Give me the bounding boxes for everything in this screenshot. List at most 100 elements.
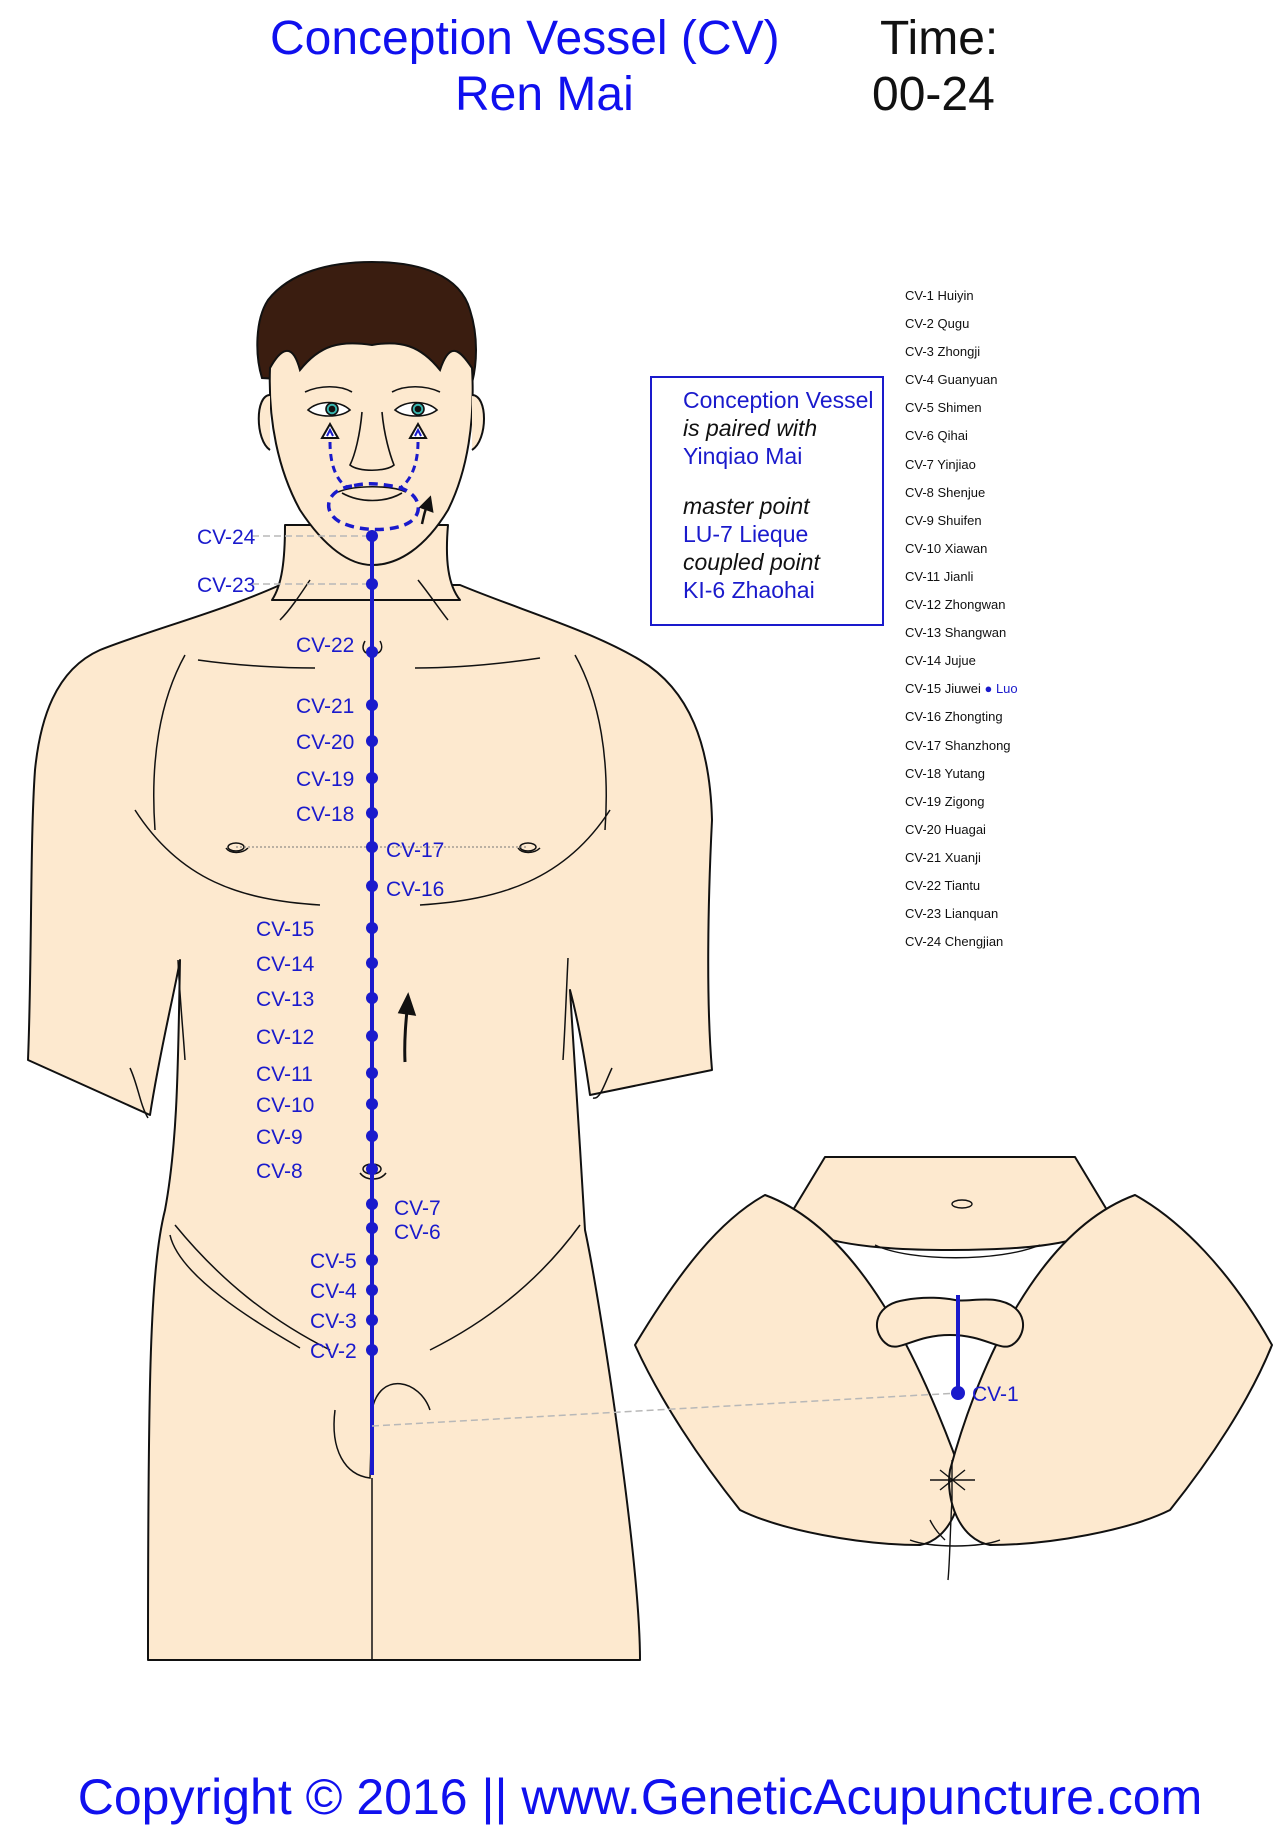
acupoint-label: CV-4 — [310, 1280, 357, 1303]
acupoint-dot — [366, 1030, 378, 1042]
legend-item-label: CV-7 Yinjiao — [905, 457, 976, 472]
acupoint-dot — [366, 530, 378, 542]
legend-item-label: CV-21 Xuanji — [905, 850, 981, 865]
legend-item: CV-22 Tiantu — [905, 877, 1125, 905]
acupoint-label: CV-7 — [394, 1197, 441, 1220]
acupoint-label: CV-1 — [972, 1383, 1019, 1406]
legend-item: CV-3 Zhongji — [905, 343, 1125, 371]
legend-item-label: CV-20 Huagai — [905, 822, 986, 837]
acupoint-label: CV-19 — [296, 768, 354, 791]
acupoint-dot — [366, 1198, 378, 1210]
acupoint-dot — [366, 699, 378, 711]
acupoint-dot — [366, 922, 378, 934]
acupoint-label: CV-17 — [386, 839, 444, 862]
legend-item: CV-6 Qihai — [905, 427, 1125, 455]
legend-item: CV-15 Jiuwei ● Luo — [905, 680, 1125, 708]
legend-item: CV-24 Chengjian — [905, 933, 1125, 961]
acupoint-dot — [366, 880, 378, 892]
perineum-figure — [635, 1157, 1272, 1545]
acupoint-dot — [366, 1163, 378, 1175]
acupoint-label: CV-20 — [296, 731, 354, 754]
legend-item: CV-9 Shuifen — [905, 512, 1125, 540]
acupoint-dot — [366, 1067, 378, 1079]
acupoint-label: CV-9 — [256, 1126, 303, 1149]
legend-item-label: CV-24 Chengjian — [905, 934, 1003, 949]
legend-item-label: CV-15 Jiuwei — [905, 681, 981, 696]
acupoint-dot — [366, 807, 378, 819]
acupoint-label: CV-11 — [256, 1063, 313, 1086]
info-line-3: Yinqiao Mai — [683, 442, 882, 470]
legend-item-label: CV-23 Lianquan — [905, 906, 998, 921]
acupoint-dot — [366, 1130, 378, 1142]
head — [257, 262, 484, 565]
legend-item-label: CV-9 Shuifen — [905, 513, 982, 528]
info-box: Conception Vessel is paired with Yinqiao… — [650, 376, 884, 626]
legend-item-label: CV-13 Shangwan — [905, 625, 1006, 640]
legend-item: CV-4 Guanyuan — [905, 371, 1125, 399]
legend-item: CV-8 Shenjue — [905, 484, 1125, 512]
acupoint-label: CV-23 — [197, 574, 255, 597]
legend-item: CV-13 Shangwan — [905, 624, 1125, 652]
legend-item: CV-7 Yinjiao — [905, 456, 1125, 484]
acupoint-dot — [366, 646, 378, 658]
legend-item-label: CV-2 Qugu — [905, 316, 969, 331]
acupoint-dot — [366, 578, 378, 590]
legend-item-label: CV-22 Tiantu — [905, 878, 980, 893]
acupoint-dot — [366, 1254, 378, 1266]
legend-item: CV-11 Jianli — [905, 568, 1125, 596]
legend-item: CV-1 Huiyin — [905, 287, 1125, 315]
acupoint-label: CV-14 — [256, 953, 315, 976]
acupoint-dot — [951, 1386, 965, 1400]
legend-item-label: CV-11 Jianli — [905, 569, 973, 584]
info-line-6: coupled point — [683, 548, 882, 576]
acupoint-label: CV-12 — [256, 1026, 314, 1049]
legend-item-label: CV-10 Xiawan — [905, 541, 987, 556]
legend-item: CV-23 Lianquan — [905, 905, 1125, 933]
acupoint-dot — [366, 992, 378, 1004]
acupoint-dot — [366, 841, 378, 853]
legend-item-label: CV-19 Zigong — [905, 794, 985, 809]
acupoint-dot — [366, 1098, 378, 1110]
luo-marker: ● Luo — [981, 681, 1018, 696]
acupoint-cv-1: CV-1 — [951, 1383, 1019, 1406]
legend-item: CV-10 Xiawan — [905, 540, 1125, 568]
legend-item-label: CV-8 Shenjue — [905, 485, 985, 500]
acupoint-label: CV-6 — [394, 1221, 441, 1244]
acupoint-label: CV-3 — [310, 1310, 357, 1333]
legend-item-label: CV-5 Shimen — [905, 400, 982, 415]
legend-item-label: CV-3 Zhongji — [905, 344, 980, 359]
acupoint-label: CV-2 — [310, 1340, 357, 1363]
legend-item: CV-14 Jujue — [905, 652, 1125, 680]
info-line-2: is paired with — [683, 414, 882, 442]
acupoint-label: CV-15 — [256, 918, 314, 941]
legend-item-label: CV-14 Jujue — [905, 653, 976, 668]
legend-item-label: CV-18 Yutang — [905, 766, 985, 781]
acupoint-label: CV-18 — [296, 803, 354, 826]
acupoint-label: CV-13 — [256, 988, 314, 1011]
acupoint-label: CV-24 — [197, 526, 256, 549]
info-line-7: KI-6 Zhaohai — [683, 576, 882, 604]
point-legend: CV-1 HuiyinCV-2 QuguCV-3 ZhongjiCV-4 Gua… — [905, 287, 1125, 961]
legend-item: CV-18 Yutang — [905, 765, 1125, 793]
info-line-4: master point — [683, 492, 882, 520]
legend-item: CV-17 Shanzhong — [905, 737, 1125, 765]
acupoint-dot — [366, 772, 378, 784]
acupoint-label: CV-21 — [296, 695, 354, 718]
acupoint-dot — [366, 1314, 378, 1326]
legend-item-label: CV-12 Zhongwan — [905, 597, 1005, 612]
legend-item-label: CV-1 Huiyin — [905, 288, 974, 303]
copyright-footer: Copyright © 2016 || www.GeneticAcupunctu… — [0, 1768, 1280, 1826]
acupoint-dot — [366, 1344, 378, 1356]
info-line-5: LU-7 Lieque — [683, 520, 882, 548]
info-line-1: Conception Vessel — [683, 386, 882, 414]
acupoint-dot — [366, 735, 378, 747]
legend-item: CV-21 Xuanji — [905, 849, 1125, 877]
legend-item-label: CV-4 Guanyuan — [905, 372, 998, 387]
legend-item-label: CV-17 Shanzhong — [905, 738, 1011, 753]
acupoint-label: CV-5 — [310, 1250, 357, 1273]
legend-item: CV-16 Zhongting — [905, 708, 1125, 736]
legend-item: CV-20 Huagai — [905, 821, 1125, 849]
acupoint-dot — [366, 1284, 378, 1296]
acupoint-label: CV-22 — [296, 634, 354, 657]
legend-item: CV-2 Qugu — [905, 315, 1125, 343]
